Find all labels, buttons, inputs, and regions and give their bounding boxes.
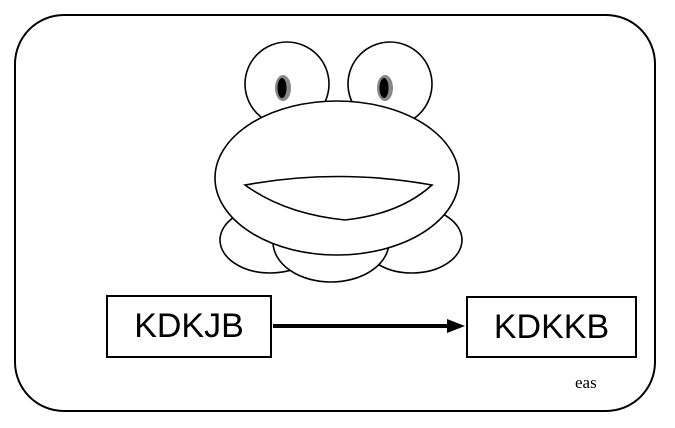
frog-left-eye [275,75,291,101]
target-node: KDKKB [466,296,637,358]
source-node-label: KDKJB [134,307,244,345]
arrow-head-icon [447,319,465,333]
source-node: KDKJB [106,295,272,358]
frog-right-eye [377,75,393,101]
target-node-label: KDKKB [493,307,610,346]
credit-text: eas [575,373,597,392]
frog-mouth [243,175,434,221]
